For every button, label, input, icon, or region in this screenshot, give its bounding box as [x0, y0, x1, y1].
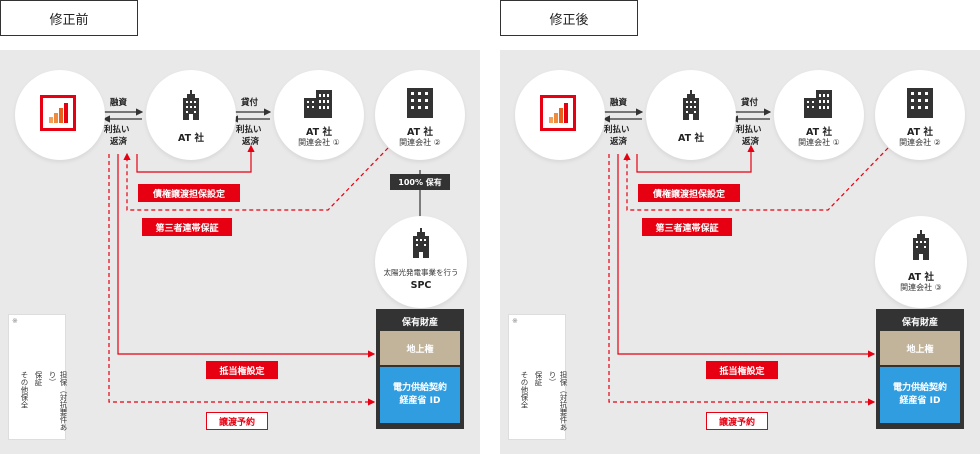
claims-assignment-box: 債権譲渡担保設定 — [138, 184, 240, 202]
affiliate1-node: AT 社 関連会社 ① — [774, 70, 864, 160]
assets-title: 保有財産 — [901, 317, 938, 328]
repay-label-1: 利払い — [604, 125, 630, 135]
tab-before-label: 修正前 — [49, 12, 89, 28]
at-label: AT 社 — [178, 133, 204, 144]
repay-label-2: 返済 — [110, 137, 128, 147]
at-company-node: AT 社 — [146, 70, 236, 160]
mortgage-box: 抵当権設定 — [706, 361, 778, 379]
tab-after: 修正後 — [500, 0, 638, 36]
lender-logo-icon — [540, 95, 576, 131]
repay-label-2: 返済 — [610, 137, 628, 147]
transfer-reservation-box: 譲渡予約 — [206, 412, 268, 430]
surface-right-cell: 地上権 — [880, 331, 960, 365]
affiliate2-sub: 関連会社 ② — [899, 138, 941, 147]
legend-mark: ※ — [512, 317, 518, 325]
affiliate2-label: AT 社 — [907, 127, 933, 138]
spc-node: 太陽光発電事業を行う SPC — [375, 216, 467, 308]
affiliate2-sub: 関連会社 ② — [399, 138, 441, 147]
finance-label: 融資 — [110, 98, 128, 108]
legend-item-collateral: 担保（対抗要件あり） — [48, 371, 68, 431]
power-contract-cell: 電力供給契約 経産省 ID — [380, 367, 460, 423]
office-buildings-icon — [804, 90, 832, 118]
diagram-before: AT 社 AT 社 関連会社 ① AT 社 関連会社 ② 100% 保有 — [0, 50, 480, 454]
tab-before: 修正前 — [0, 0, 138, 36]
ownership-badge: 100% 保有 — [390, 174, 450, 190]
mortgage-box: 抵当権設定 — [206, 361, 278, 379]
lender-node — [515, 70, 605, 160]
lender-logo-icon — [40, 95, 76, 131]
building-icon — [183, 90, 199, 120]
affiliate1-label: AT 社 — [806, 127, 832, 138]
spc-desc: 太陽光発電事業を行う — [383, 268, 459, 277]
transfer-reservation-box: 譲渡予約 — [706, 412, 768, 430]
legend-mark: ※ — [12, 317, 18, 325]
loan-label: 貸付 — [241, 98, 259, 108]
affiliate2-node: AT 社 関連会社 ② — [875, 70, 965, 160]
at-label: AT 社 — [678, 133, 704, 144]
claims-assignment-box: 債権譲渡担保設定 — [638, 184, 740, 202]
loan-label: 貸付 — [741, 98, 759, 108]
affiliate2-node: AT 社 関連会社 ② — [375, 70, 465, 160]
affiliate2-label: AT 社 — [407, 127, 433, 138]
affiliate1-sub: 関連会社 ① — [298, 138, 340, 147]
affiliate1-label: AT 社 — [306, 127, 332, 138]
repay-label-1: 利払い — [104, 125, 130, 135]
assets-title: 保有財産 — [401, 317, 438, 328]
legend: ※ 担保（対抗要件あり） 保証 その他保全 — [8, 314, 68, 440]
diagram-after: AT 社 AT 社 関連会社 ① AT 社 関連会社 ② AT 社 関連会社 — [500, 50, 980, 454]
affiliate3-sub: 関連会社 ③ — [900, 283, 942, 292]
power-contract-cell: 電力供給契約 経産省 ID — [880, 367, 960, 423]
office-buildings-icon — [304, 90, 332, 118]
repay-label-4: 返済 — [742, 137, 760, 147]
guarantee-box: 第三者連帯保証 — [142, 218, 232, 236]
office-building-icon — [907, 88, 933, 118]
spc-label: SPC — [410, 280, 432, 291]
assets-box: 保有財産 地上権 電力供給契約 経産省 ID — [376, 309, 464, 429]
finance-label: 融資 — [610, 98, 628, 108]
tab-after-label: 修正後 — [549, 12, 589, 28]
assets-box: 保有財産 地上権 電力供給契約 経産省 ID — [876, 309, 964, 429]
repay-label-4: 返済 — [242, 137, 260, 147]
affiliate3-node: AT 社 関連会社 ③ — [875, 216, 967, 308]
affiliate3-label: AT 社 — [908, 272, 934, 283]
affiliate1-node: AT 社 関連会社 ① — [274, 70, 364, 160]
affiliate1-sub: 関連会社 ① — [798, 138, 840, 147]
surface-right-cell: 地上権 — [380, 331, 460, 365]
legend: ※ 担保（対抗要件あり） 保証 その他保全 — [508, 314, 568, 440]
legend-item-collateral: 担保（対抗要件あり） — [548, 371, 568, 431]
legend-item-guarantee: 保証 — [534, 371, 543, 386]
building-icon — [913, 230, 929, 260]
legend-item-other: その他保全 — [520, 371, 529, 409]
guarantee-box: 第三者連帯保証 — [642, 218, 732, 236]
legend-item-guarantee: 保証 — [34, 371, 43, 386]
diagram-after-connectors — [521, 108, 889, 406]
office-building-icon — [407, 88, 433, 118]
at-company-node: AT 社 — [646, 70, 736, 160]
legend-item-other: その他保全 — [20, 371, 29, 409]
building-icon — [413, 228, 429, 258]
repay-label-3: 利払い — [736, 125, 762, 135]
repay-label-3: 利払い — [236, 125, 262, 135]
lender-node — [15, 70, 105, 160]
building-icon — [683, 90, 699, 120]
